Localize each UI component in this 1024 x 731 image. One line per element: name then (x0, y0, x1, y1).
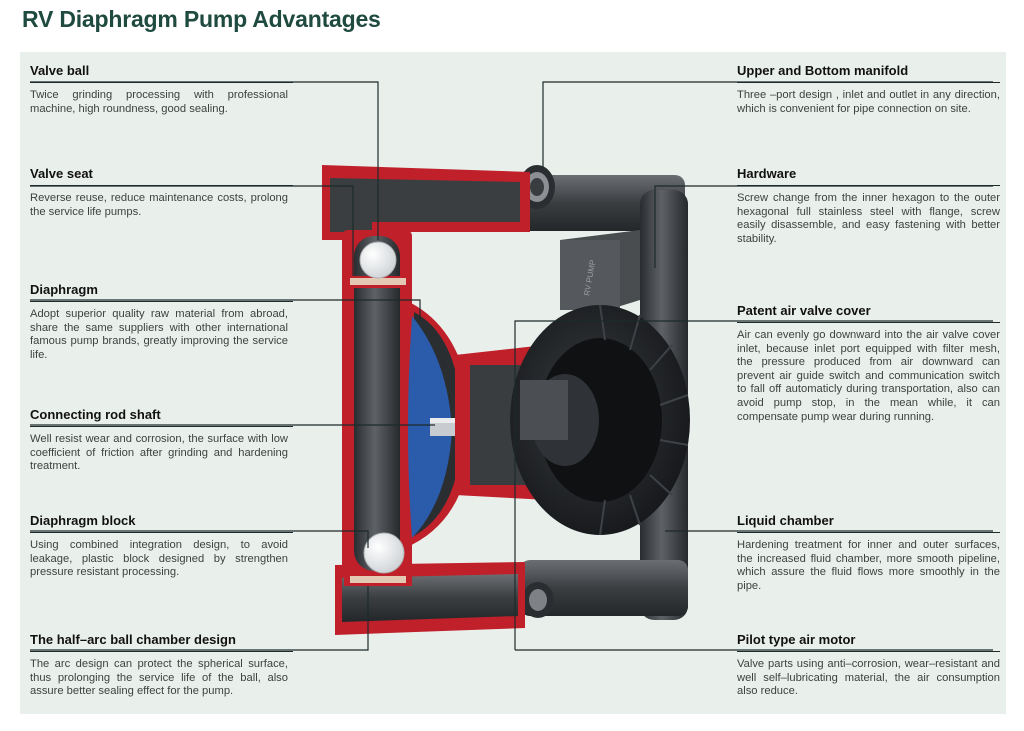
feature-hardware: Hardware Screw change from the inner hex… (737, 165, 1000, 246)
feature-description: Well resist wear and corrosion, the surf… (30, 433, 288, 473)
air-motor-housing (510, 304, 690, 536)
feature-title: Diaphragm (30, 281, 293, 302)
feature-connecting-rod-shaft: Connecting rod shaft Well resist wear an… (30, 406, 293, 474)
leader-lines (30, 81, 993, 651)
feature-title: Upper and Bottom manifold (737, 62, 1000, 83)
feature-description: Twice grinding processing with professio… (30, 89, 288, 115)
feature-description: Hardening treatment for inner and outer … (737, 539, 1000, 592)
valve-balls (344, 241, 412, 586)
feature-valve-ball: Valve ball Twice grinding processing wit… (30, 62, 293, 116)
feature-title: Hardware (737, 165, 1000, 186)
feature-title: Diaphragm block (30, 512, 293, 533)
feature-diaphragm-block: Diaphragm block Using combined integrati… (30, 512, 293, 580)
feature-description: The arc design can protect the spherical… (30, 658, 288, 698)
feature-description: Air can evenly go downward into the air … (737, 329, 1000, 423)
feature-description: Three –port design , inlet and outlet in… (737, 89, 1000, 115)
feature-title: Pilot type air motor (737, 631, 1000, 652)
feature-patent-air-valve-cover: Patent air valve cover Air can evenly go… (737, 302, 1000, 424)
feature-title: Connecting rod shaft (30, 406, 293, 427)
feature-liquid-chamber: Liquid chamber Hardening treatment for i… (737, 512, 1000, 593)
feature-description: Reverse reuse, reduce maintenance costs,… (30, 192, 288, 218)
feature-title: Liquid chamber (737, 512, 1000, 533)
feature-description: Valve parts using anti–corrosion, wear–r… (737, 658, 1000, 698)
feature-pilot-air-motor: Pilot type air motor Valve parts using a… (737, 631, 1000, 699)
feature-diaphragm: Diaphragm Adopt superior quality raw mat… (30, 281, 293, 362)
bottom-port (522, 582, 554, 618)
feature-title: Valve ball (30, 62, 293, 83)
feature-title: The half–arc ball chamber design (30, 631, 293, 652)
feature-manifold: Upper and Bottom manifold Three –port de… (737, 62, 1000, 116)
feature-description: Using combined integration design, to av… (30, 539, 288, 579)
feature-half-arc-ball-chamber: The half–arc ball chamber design The arc… (30, 631, 293, 699)
feature-title: Valve seat (30, 165, 293, 186)
page-title: RV Diaphragm Pump Advantages (22, 6, 381, 32)
feature-description: Adopt superior quality raw material from… (30, 308, 288, 361)
feature-title: Patent air valve cover (737, 302, 1000, 323)
feature-valve-seat: Valve seat Reverse reuse, reduce mainten… (30, 165, 293, 219)
feature-description: Screw change from the inner hexagon to t… (737, 192, 1000, 245)
